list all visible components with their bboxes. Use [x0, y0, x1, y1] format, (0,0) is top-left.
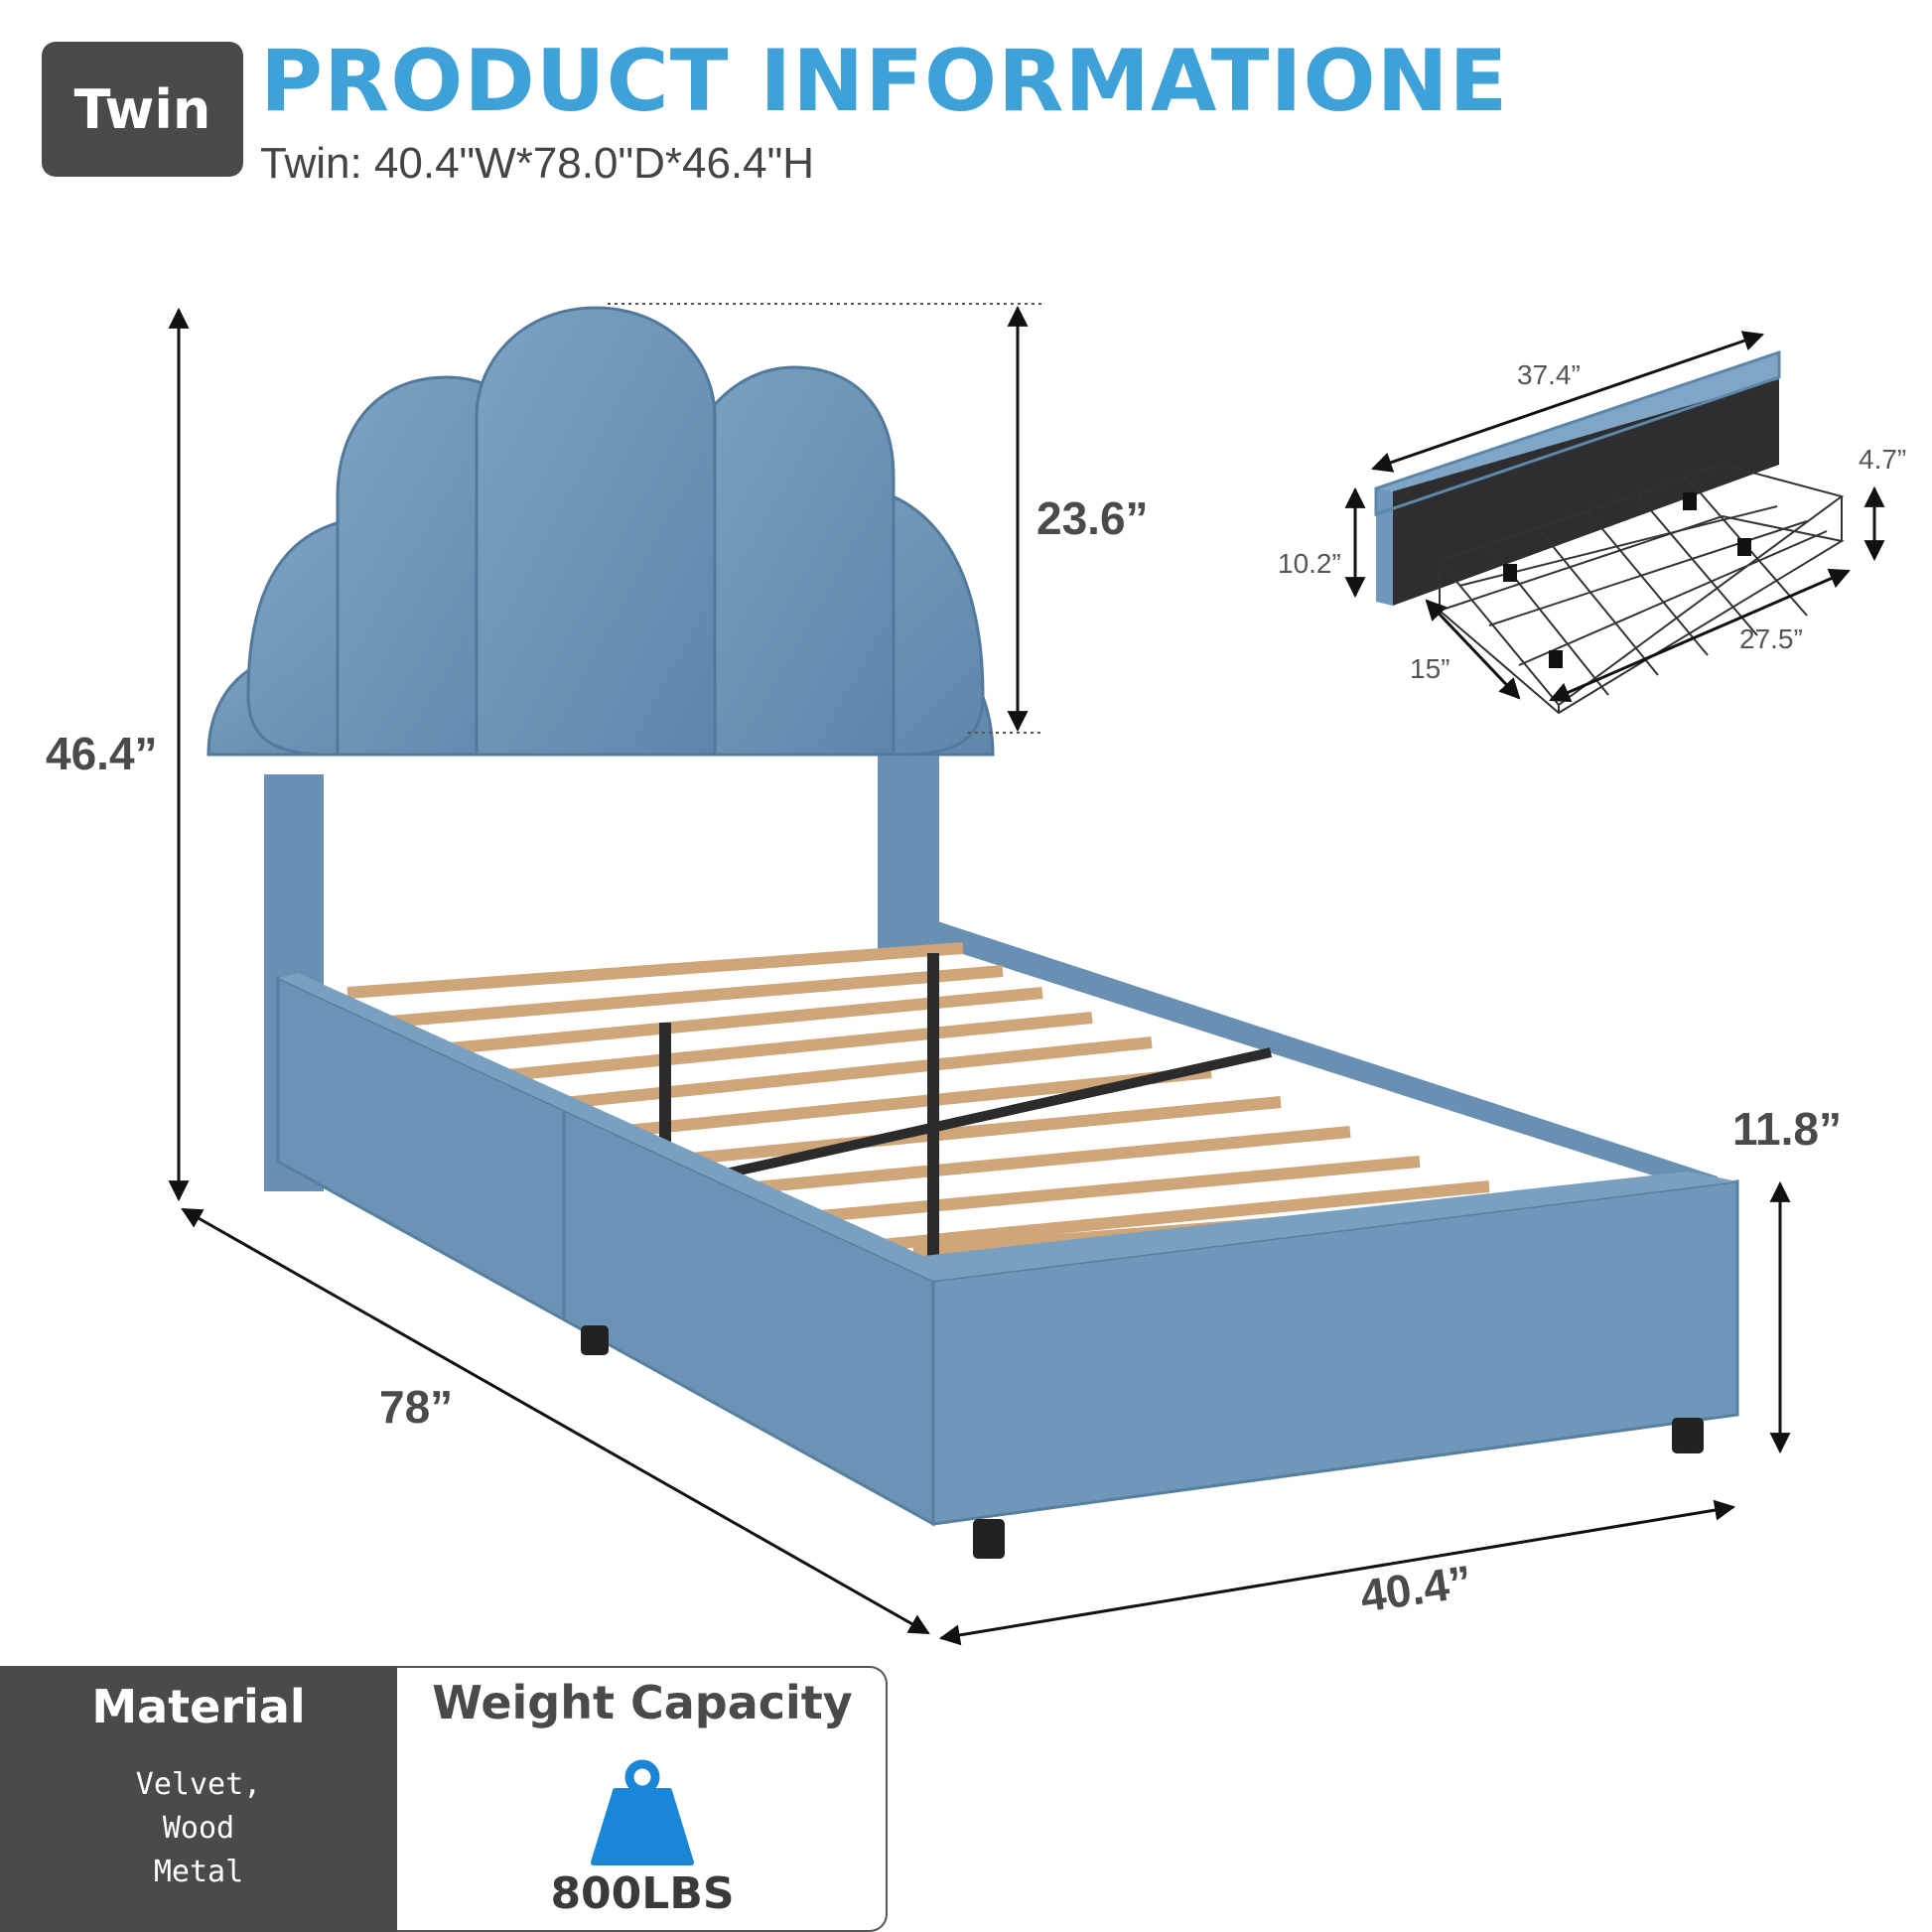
drawer-basket-height-label: 4.7”: [1859, 444, 1907, 475]
headboard-right-post: [878, 735, 939, 953]
weight-capacity-title: Weight Capacity: [432, 1676, 853, 1729]
footboard: [931, 1179, 1739, 1526]
weight-icon: [591, 1759, 694, 1865]
material-panel: [0, 1666, 397, 1932]
material-item: Metal: [153, 1855, 244, 1889]
drawer-length-label: 37.4”: [1517, 359, 1581, 390]
width-dimension-line: [938, 1499, 1736, 1646]
drawer-basket-length-label: 27.5”: [1739, 623, 1803, 654]
headboard-height-label: 23.6”: [1036, 492, 1149, 544]
weight-capacity-value: 800LBS: [550, 1868, 735, 1919]
length-dimension-line: [181, 1207, 930, 1635]
leg: [973, 1519, 1005, 1559]
leg: [581, 1325, 609, 1355]
length-label: 78”: [379, 1381, 454, 1433]
drawer-front-height-label: 10.2”: [1278, 548, 1341, 579]
side-height-label: 11.8”: [1732, 1103, 1842, 1155]
size-badge: Twin: [42, 42, 243, 177]
material-title: Material: [91, 1680, 306, 1733]
drawer-depth-label: 15”: [1410, 653, 1450, 684]
overall-height-label: 46.4”: [46, 728, 158, 779]
page-title: PRODUCT INFORMATIONE: [260, 32, 1509, 131]
leg: [1672, 1418, 1704, 1453]
material-item: Wood: [162, 1811, 235, 1846]
page-subtitle: Twin: 40.4"W*78.0"D*46.4"H: [260, 139, 815, 188]
headboard-petals: [207, 306, 995, 757]
material-item: Velvet,: [135, 1767, 262, 1802]
